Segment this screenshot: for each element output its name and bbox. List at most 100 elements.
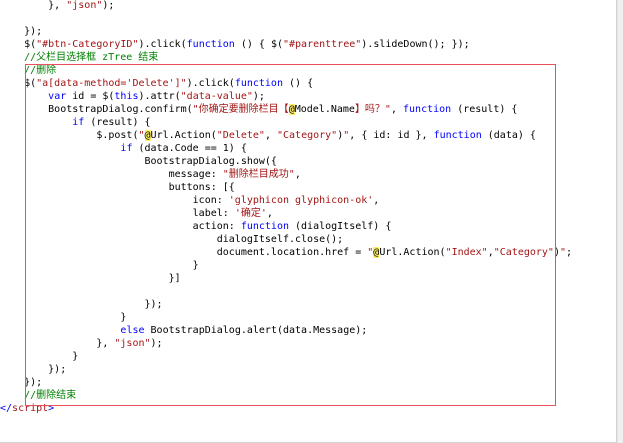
code-token: "Category" — [493, 247, 554, 258]
code-token: //父栏目选择框 zTree 结束 — [0, 52, 159, 63]
code-line: //父栏目选择框 zTree 结束 — [0, 51, 158, 64]
code-token: "Index" — [445, 247, 488, 258]
code-token: , — [294, 169, 301, 180]
code-token: () { $( — [234, 39, 283, 50]
code-token: ).attr( — [138, 91, 181, 102]
code-token: icon: — [0, 195, 229, 206]
code-token: "你确定要删除栏目【 — [192, 104, 289, 115]
code-token: BootstrapDialog.alert(data.Message); — [144, 325, 368, 336]
code-token: } — [0, 312, 127, 323]
code-token: , — [266, 208, 273, 219]
code-line: document.location.href = "@Url.Action("I… — [0, 246, 572, 259]
code-token: @ — [144, 130, 151, 141]
code-token: , { id: id }, — [349, 130, 434, 141]
code-line: } — [0, 350, 78, 363]
code-token: ; — [566, 247, 573, 258]
code-line: //删除 — [0, 64, 56, 77]
code-line: if (data.Code == 1) { — [0, 142, 247, 155]
code-token: $( — [0, 78, 37, 89]
code-token: }); — [0, 377, 43, 388]
code-token: }, — [0, 338, 115, 349]
code-token: </ — [0, 403, 13, 414]
code-token: @ — [288, 104, 295, 115]
code-token: , — [373, 195, 380, 206]
code-token: ); — [252, 91, 265, 102]
code-token: , — [390, 104, 404, 115]
code-token: function — [186, 39, 235, 50]
code-line: }); — [0, 363, 66, 376]
code-line: if (result) { — [0, 116, 150, 129]
code-token: BootstrapDialog.show({ — [0, 156, 277, 167]
code-token: function — [240, 221, 289, 232]
code-token: " — [367, 247, 374, 258]
code-token: ).click( — [138, 39, 187, 50]
code-token: Model.Name — [294, 104, 355, 115]
code-line: BootstrapDialog.confirm("你确定要删除栏目【@Model… — [0, 103, 517, 116]
code-token: message: — [0, 169, 223, 180]
code-token: @ — [373, 247, 380, 258]
code-token: Url.Action( — [379, 247, 446, 258]
code-token: " — [138, 130, 145, 141]
code-line: </script> — [0, 402, 54, 415]
code-token: Url.Action( — [150, 130, 217, 141]
code-line: label: '确定', — [0, 207, 273, 220]
code-token: "Category" — [277, 130, 338, 141]
code-token: , — [487, 247, 494, 258]
code-token: dialogItself.close(); — [0, 234, 344, 245]
code-token: "json" — [114, 338, 151, 349]
code-token: function — [403, 104, 452, 115]
code-line: icon: 'glyphicon glyphicon-ok', — [0, 194, 380, 207]
code-token: label: — [0, 208, 235, 219]
code-line: dialogItself.close(); — [0, 233, 343, 246]
code-token: action: — [0, 221, 241, 232]
code-line: $("a[data-method='Delete']").click(funct… — [0, 77, 313, 90]
code-line: //删除结束 — [0, 389, 76, 402]
code-token: document.location.href = — [0, 247, 368, 258]
code-token: 'glyphicon glyphicon-ok' — [228, 195, 374, 206]
code-line: message: "删除栏目成功", — [0, 168, 301, 181]
code-line: } — [0, 311, 126, 324]
code-token: function — [234, 78, 283, 89]
code-token: '确定' — [234, 208, 267, 219]
code-token: " — [560, 247, 567, 258]
code-token: $.post( — [0, 130, 139, 141]
code-token: ); — [102, 0, 115, 11]
code-token: , — [264, 130, 277, 141]
code-line: BootstrapDialog.show({ — [0, 155, 277, 168]
code-token: ).click( — [186, 78, 235, 89]
code-token: 】吗？" — [354, 104, 391, 115]
code-token: " — [343, 130, 350, 141]
code-line: } — [0, 259, 199, 272]
code-token: if — [72, 117, 85, 128]
code-token: > — [48, 403, 55, 414]
code-token: ) — [553, 247, 560, 258]
code-token: } — [0, 260, 199, 271]
vertical-scrollbar[interactable] — [617, 0, 623, 443]
code-token: buttons: [{ — [0, 182, 235, 193]
code-token: function — [433, 130, 482, 141]
code-token: this — [114, 91, 139, 102]
code-token: "data-value" — [180, 91, 253, 102]
code-line: var id = $(this).attr("data-value"); — [0, 90, 265, 103]
code-token: (result) { — [451, 104, 518, 115]
code-token: (data.Code == 1) { — [132, 143, 247, 154]
code-token: script — [12, 403, 49, 414]
code-token: ) — [337, 130, 344, 141]
code-line: else BootstrapDialog.alert(data.Message)… — [0, 324, 367, 337]
code-token: () { — [282, 78, 314, 89]
code-token: $( — [0, 39, 37, 50]
code-token: (dialogItself) { — [289, 221, 392, 232]
code-line: }] — [0, 272, 181, 285]
code-line: }, "json"); — [0, 337, 162, 350]
code-line: action: function (dialogItself) { — [0, 220, 392, 233]
code-line: }); — [0, 25, 42, 38]
code-token: }); — [0, 364, 67, 375]
code-token: }); — [0, 299, 163, 310]
code-token: else — [120, 325, 145, 336]
code-token: //删除结束 — [0, 390, 77, 401]
code-line: }); — [0, 376, 42, 389]
code-token: }] — [0, 273, 181, 284]
code-line: }); — [0, 298, 163, 311]
